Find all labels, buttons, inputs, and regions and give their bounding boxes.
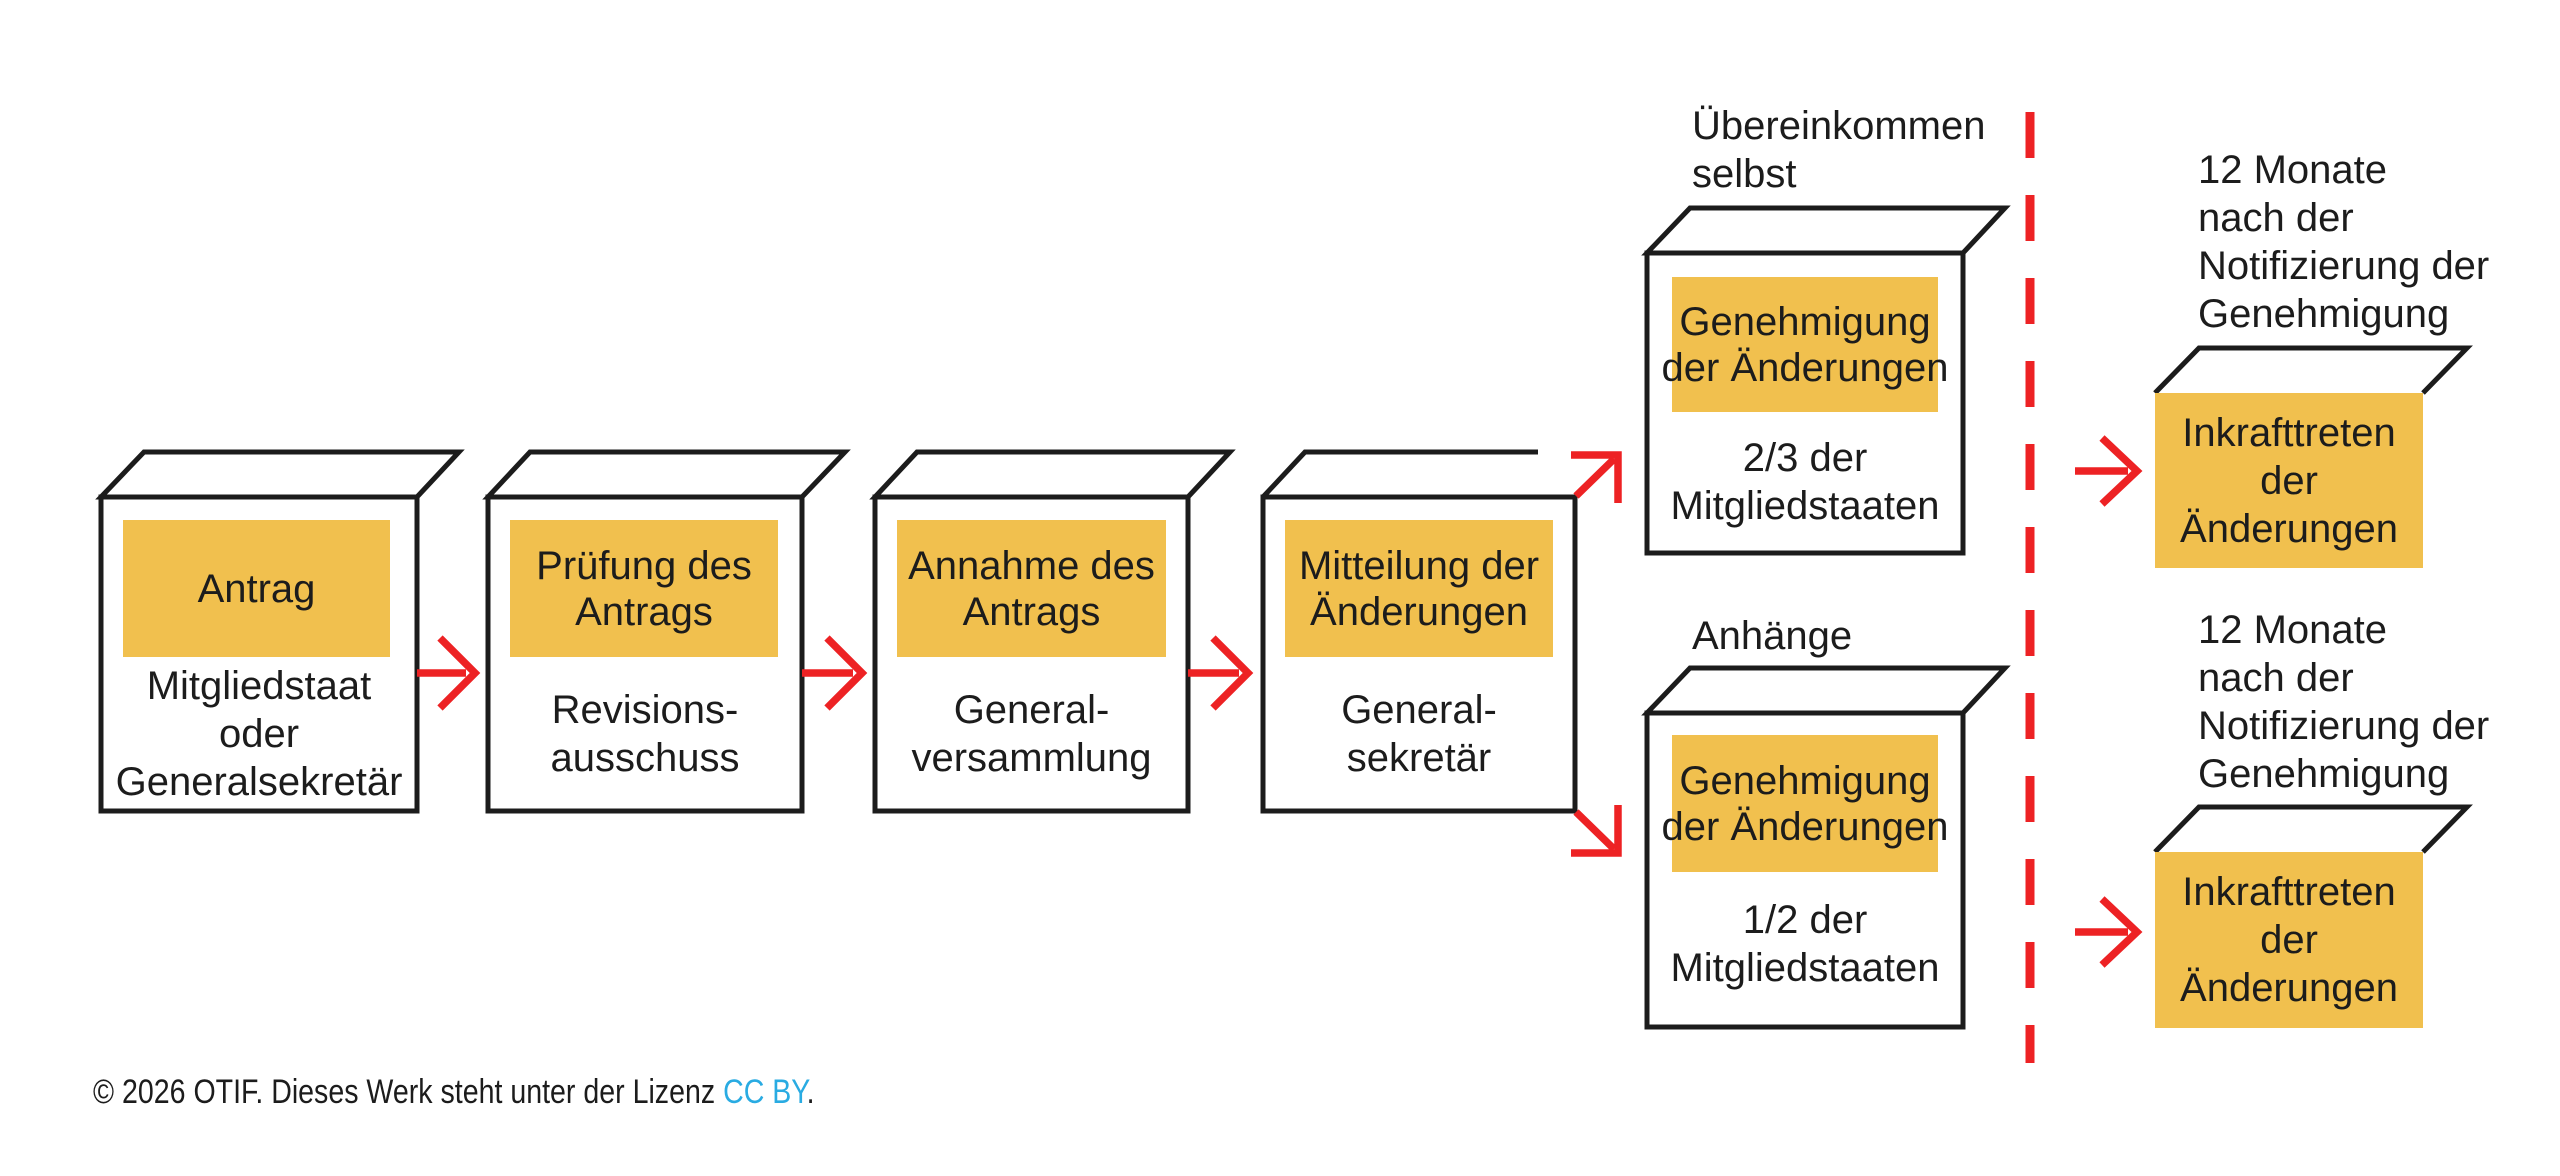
process-box-4-flap (1261, 449, 1538, 499)
process-arrows (417, 635, 1254, 711)
process-box-1-flap (95, 449, 465, 500)
process-box-1-body: Mitgliedstaat oder Generalsekretär (115, 664, 403, 804)
approval-top-header: Genehmigung der Änderungen (1662, 277, 1948, 412)
entry-top-box: Inkrafttreten der Änderungen (2155, 393, 2423, 568)
entry-bottom-note: 12 Monate nach der Notifizierung der Gen… (2198, 608, 2490, 796)
process-box-2-flap (482, 449, 851, 500)
cc-by-link[interactable]: CC BY (723, 1073, 807, 1111)
arrow-2 (802, 635, 868, 711)
entry-bottom-flap (2153, 804, 2473, 854)
arrow-up-branch (1571, 451, 1622, 503)
process-box-2-body: Revisions- ausschuss (550, 688, 740, 780)
approval-top-body: 2/3 der Mitgliedstaaten (1670, 436, 1940, 528)
arrow-entry-bottom (2075, 896, 2143, 968)
process-box-3-flap (869, 449, 1236, 500)
entry-top-flap (2153, 345, 2473, 395)
entry-top-note: 12 Monate nach der Notifizierung der Gen… (2198, 148, 2490, 336)
copyright-period: . (806, 1073, 815, 1111)
arrow-3 (1188, 635, 1254, 711)
branch-arrows (1571, 451, 1622, 857)
approval-bottom-flap (1641, 665, 2011, 716)
arrow-1 (417, 635, 481, 711)
process-box-1-header: Antrag (123, 520, 390, 657)
process-box-4-header: Mitteilung der Änderungen (1285, 520, 1553, 657)
process-box-2-header: Prüfung des Antrags (510, 520, 778, 657)
process-box-3-body: General- versammlung (911, 688, 1152, 780)
approval-bottom-label: Anhänge (1692, 614, 1853, 658)
approval-bottom-header: Genehmigung der Änderungen (1662, 735, 1948, 872)
arrow-entry-top (2075, 435, 2143, 507)
process-box-3-header: Annahme des Antrags (897, 520, 1166, 657)
copyright-text: © 2026 OTIF. Dieses Werk steht unter der… (93, 1073, 724, 1111)
arrow-down-branch (1571, 805, 1622, 857)
approval-top-label: Übereinkommen selbst (1692, 104, 1986, 196)
process-box-4-body: General- sekretär (1341, 688, 1497, 780)
approval-bottom-body: 1/2 der Mitgliedstaaten (1670, 898, 1940, 990)
copyright-line: © 2026 OTIF. Dieses Werk steht unter der… (93, 1072, 815, 1112)
entry-arrows (2075, 435, 2143, 968)
approval-top-flap (1641, 205, 2011, 256)
entry-bottom-box: Inkrafttreten der Änderungen (2155, 852, 2423, 1028)
